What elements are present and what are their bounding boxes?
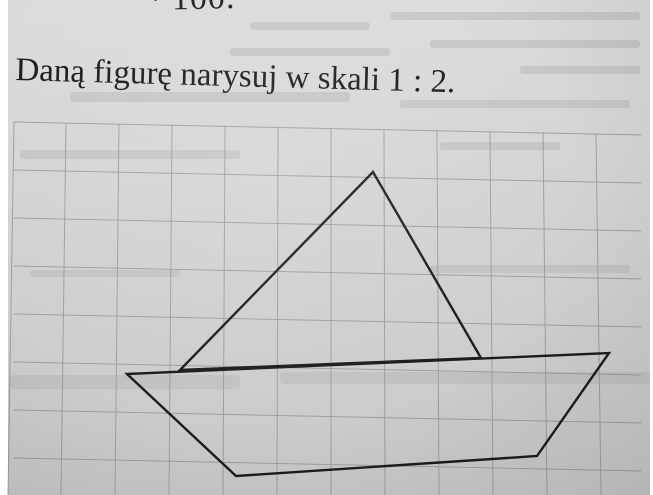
boat-hull <box>124 351 612 478</box>
square-grid <box>7 121 642 495</box>
boat-figure <box>124 170 612 478</box>
